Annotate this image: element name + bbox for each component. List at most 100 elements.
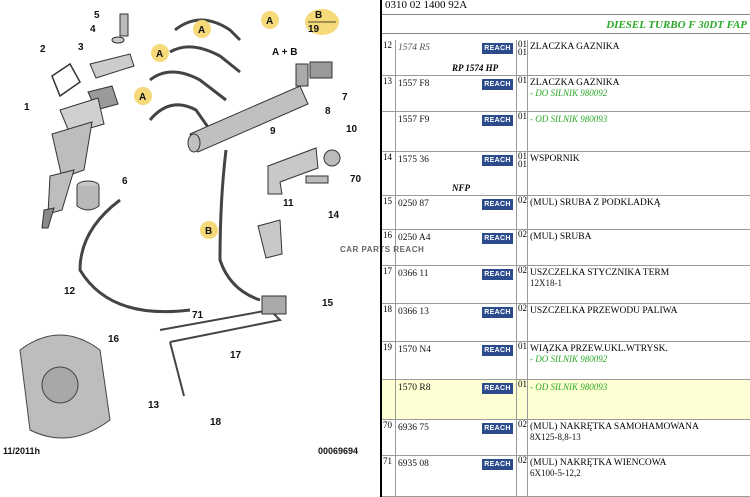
fuel-rail-drawing[interactable] (187, 63, 309, 153)
reach-badge[interactable]: REACH (482, 345, 513, 356)
part-reference[interactable]: 6936 75 (398, 423, 429, 433)
part-reference[interactable]: 0366 11 (398, 269, 429, 279)
quantity: 02 (516, 230, 528, 265)
quantity-value: 01 (518, 47, 527, 57)
reach-badge[interactable]: REACH (482, 383, 513, 394)
description-text: (MUL) SRUBA (530, 232, 592, 242)
quantity-value: 02 (518, 265, 527, 275)
injector-drawing[interactable] (41, 85, 119, 229)
callout-9: 8 (325, 106, 331, 117)
reach-badge[interactable]: REACH (482, 269, 513, 280)
parts-diagram: 5 4 3 2 1 6 12 A A A A B B 19 A + B 7 8 … (3, 9, 362, 456)
fuel-lines-drawing[interactable] (78, 18, 261, 314)
bracket-drawing[interactable] (89, 53, 135, 79)
quantity-value: 01 (518, 39, 527, 49)
description-note: 12X18-1 (530, 278, 562, 288)
part-reference[interactable]: 1570 R8 (398, 383, 431, 393)
table-row[interactable]: 1557 F9 REACH 01- OD SILNIK 980093 (382, 112, 750, 152)
callout-8: 7 (342, 92, 348, 103)
callout-19: B (315, 10, 322, 21)
quantity-value: 02 (518, 303, 527, 313)
description-note: - DO SILNIK 980092 (530, 88, 608, 98)
callout-11: 70 (350, 174, 362, 185)
sleeve-drawing[interactable] (76, 180, 100, 211)
reach-badge[interactable]: REACH (482, 307, 513, 318)
description-text: (MUL) SRUBA Z PODKLADKĄ (530, 198, 661, 208)
part-description: (MUL) SRUBA (530, 232, 748, 242)
sensor-drawing[interactable] (309, 61, 333, 79)
reach-badge[interactable]: REACH (482, 43, 513, 54)
part-reference[interactable]: 0366 13 (398, 307, 429, 317)
engine-title: DIESEL TURBO F 30DT FAP (382, 14, 750, 34)
return-line-drawing[interactable] (159, 308, 283, 397)
part-reference[interactable]: 1557 F9 (398, 115, 430, 125)
fitting-drawing[interactable] (261, 295, 287, 315)
description-note: - OD SILNIK 980093 (530, 114, 608, 124)
callout-3: 3 (78, 42, 84, 53)
screw-drawing[interactable] (119, 13, 129, 37)
part-reference[interactable]: 0250 87 (398, 199, 429, 209)
description-text: (MUL) NAKRĘTKA SAMOHAMOWANA (530, 422, 699, 432)
quantity-value: 01 (518, 159, 527, 169)
part-reference[interactable]: 0250 A4 (398, 233, 431, 243)
description-text: USZCZELKA PRZEWODU PALIWA (530, 306, 678, 316)
part-reference[interactable]: 1570 N4 (398, 345, 431, 355)
nut-drawing[interactable] (323, 149, 341, 167)
quantity: 02 (516, 304, 528, 341)
clip-drawing[interactable] (51, 62, 81, 98)
reach-badge[interactable]: REACH (482, 199, 513, 210)
quantity-value: 02 (518, 455, 527, 465)
diagram-date: 11/2011h (3, 446, 41, 456)
quantity: 01 (516, 112, 528, 151)
callout-16-b: 18 (210, 417, 222, 428)
part-description: (MUL) SRUBA Z PODKLADKĄ (530, 198, 748, 208)
quantity-value: 02 (518, 419, 527, 429)
support-bracket-drawing[interactable] (257, 219, 283, 259)
reach-badge[interactable]: REACH (482, 423, 513, 434)
part-reference[interactable]: 1574 R5 (398, 43, 430, 53)
reach-badge[interactable]: REACH (482, 233, 513, 244)
reach-badge[interactable]: REACH (482, 459, 513, 470)
row-index: 18 (382, 304, 396, 341)
reach-badge[interactable]: REACH (482, 155, 513, 166)
callout-17: 16 (108, 334, 120, 345)
callout-14: 11 (283, 198, 294, 209)
callout-70: 10 (346, 124, 358, 135)
row-index: 70 (382, 420, 396, 455)
description-text: ZLACZKA GAZNIKA (530, 42, 620, 52)
rail-bracket-drawing[interactable] (267, 147, 319, 195)
row-index: 14 (382, 152, 396, 195)
reach-badge[interactable]: REACH (482, 79, 513, 90)
part-description: WIĄZKA PRZEW.UKL.WTRYSK.- DO SILNIK 9800… (530, 344, 748, 364)
part-reference[interactable]: 1557 F8 (398, 79, 430, 89)
diagram-reference: 0310 02 1400 92A (385, 0, 468, 10)
pump-drawing[interactable] (19, 334, 111, 439)
part-reference[interactable]: 6935 08 (398, 459, 429, 469)
callout-15: 14 (328, 210, 340, 221)
callout-71: 15 (322, 298, 334, 309)
description-text: WSPORNIK (530, 154, 580, 164)
reach-badge[interactable]: REACH (482, 115, 513, 126)
row-index: 71 (382, 456, 396, 496)
quantity-value: 01 (518, 111, 527, 121)
part-reference[interactable]: 1575 36 (398, 155, 429, 165)
quantity-value: 02 (518, 195, 527, 205)
callout-a-3: A (156, 49, 163, 60)
bolt-drawing[interactable] (305, 175, 329, 184)
washer-drawing[interactable] (111, 36, 125, 44)
callout-10: 9 (270, 126, 276, 137)
part-description: - OD SILNIK 980093 (530, 382, 748, 392)
callout-2: 2 (40, 44, 46, 55)
